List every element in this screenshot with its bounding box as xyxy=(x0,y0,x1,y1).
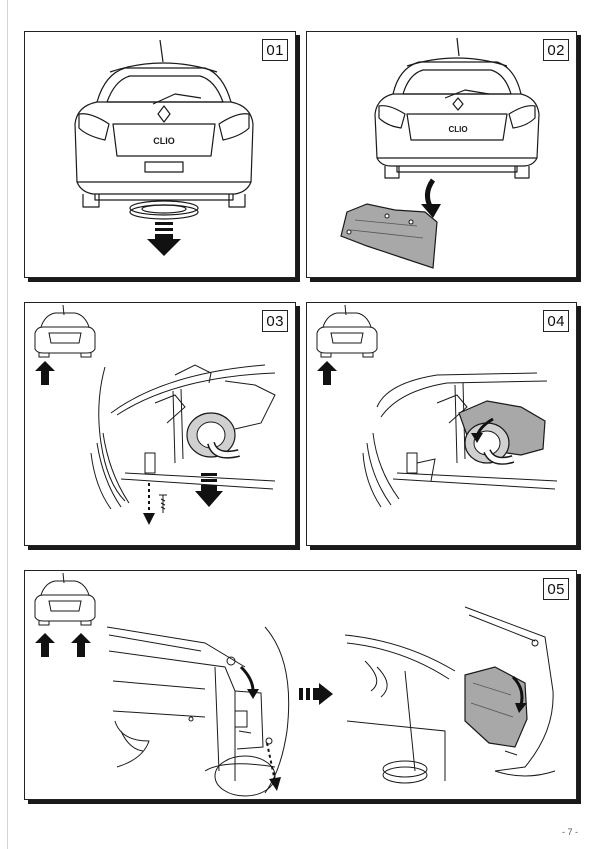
illustration-attach-shield-panel xyxy=(34,572,556,797)
curved-arrow-icon xyxy=(421,178,441,218)
next-step-arrow-icon xyxy=(299,683,333,705)
arrow-up-icon xyxy=(35,361,55,385)
bolt-removal-arrow-icon xyxy=(143,483,155,525)
bolt-icon xyxy=(159,494,167,513)
step-number-badge: 04 xyxy=(543,310,569,332)
illustration-remove-spare-wheel: CLIO xyxy=(74,39,254,256)
step-panel-05: 05 xyxy=(24,570,577,800)
shield-panel-part xyxy=(464,666,528,748)
step-panel-01: CLIO 01 xyxy=(24,31,296,278)
step-number-badge: 01 xyxy=(262,39,288,61)
car-position-thumbnail xyxy=(34,304,96,358)
dashed-arrow-icon xyxy=(266,742,281,791)
illustration-fit-bracket xyxy=(316,304,558,508)
arrow-up-icon xyxy=(317,361,337,385)
arrow-up-icon xyxy=(71,633,91,657)
arrow-down-icon xyxy=(195,473,223,507)
illustration-remove-bolt-and-part xyxy=(34,304,276,525)
page-edge-rule xyxy=(7,0,8,849)
underbody-shield-part xyxy=(340,203,438,269)
step-panel-02: CLIO 02 xyxy=(306,31,577,278)
step-panel-04: 04 xyxy=(306,302,577,546)
step-number-badge: 03 xyxy=(262,310,288,332)
car-badge-text: CLIO xyxy=(153,136,175,146)
bracket-part xyxy=(458,400,546,465)
curved-arrow-icon xyxy=(471,417,494,443)
page-number: - 7 - xyxy=(561,827,578,837)
car-position-thumbnail xyxy=(34,572,96,626)
step-number-badge: 02 xyxy=(543,39,569,61)
arrow-up-icon xyxy=(35,633,55,657)
step-panel-03: 03 xyxy=(24,302,296,546)
arrow-down-icon xyxy=(147,222,181,256)
curved-arrow-icon xyxy=(239,665,259,699)
removed-part xyxy=(186,412,240,459)
curved-arrow-icon xyxy=(511,675,527,713)
step-number-badge: 05 xyxy=(543,578,569,600)
car-badge-text: CLIO xyxy=(448,125,467,134)
car-position-thumbnail xyxy=(316,304,378,358)
illustration-remove-underbody-shield: CLIO xyxy=(340,37,540,269)
